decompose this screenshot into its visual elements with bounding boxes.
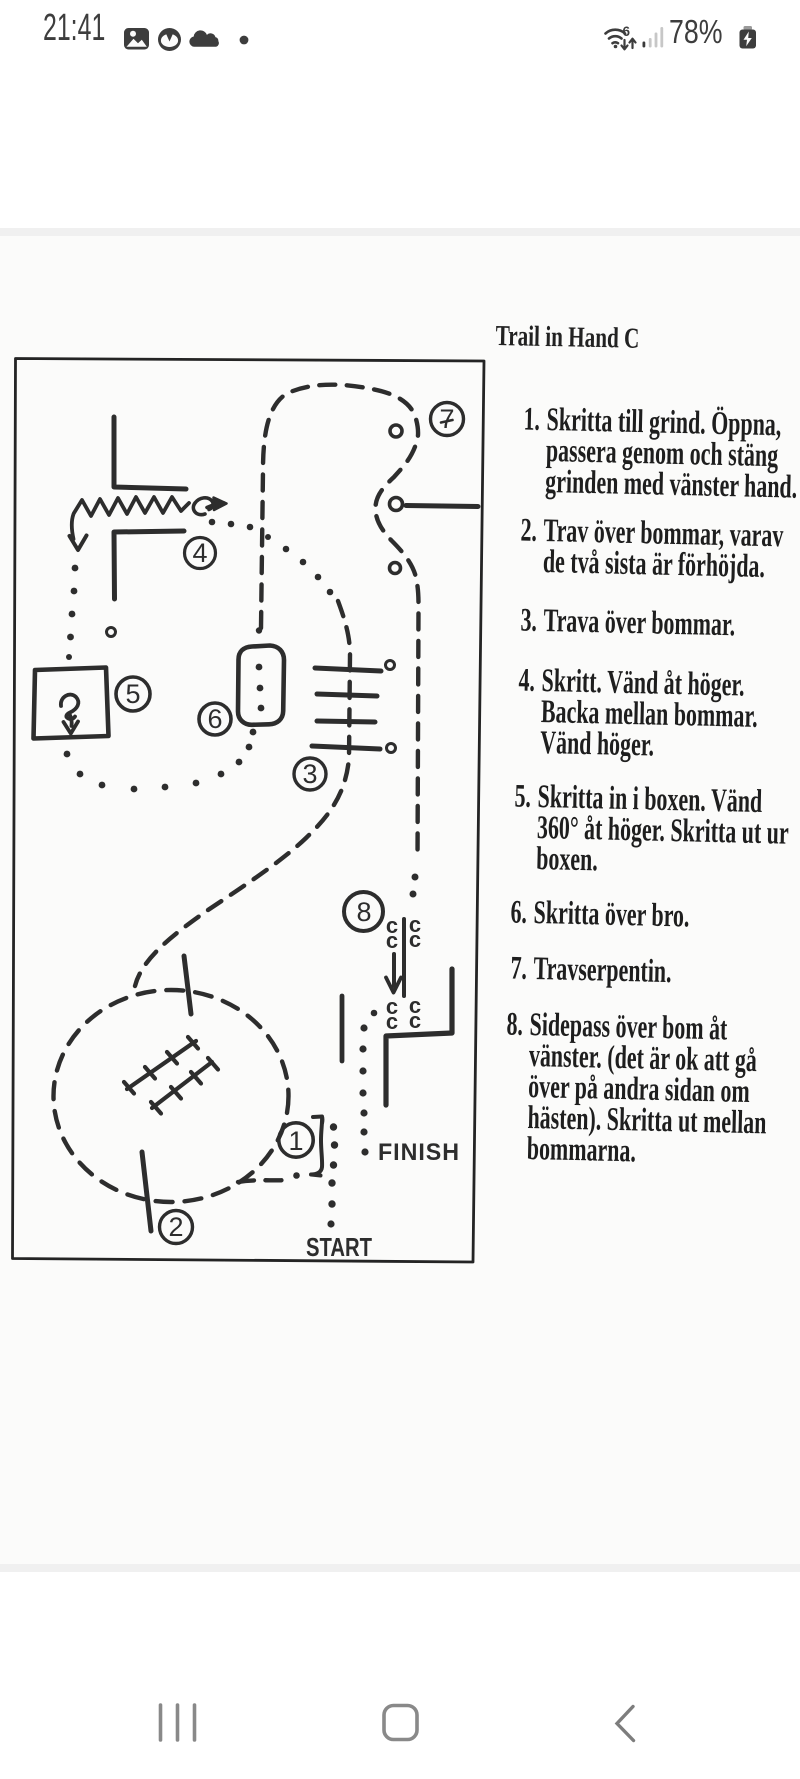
svg-text:FINISH: FINISH: [378, 1139, 460, 1166]
svg-text:7: 7: [439, 404, 454, 434]
svg-text:6: 6: [623, 24, 631, 39]
svg-text:c: c: [409, 927, 421, 952]
svg-text:8: 8: [356, 897, 371, 927]
svg-text:1: 1: [288, 1126, 303, 1156]
svg-text:5: 5: [125, 679, 140, 709]
svg-text:c: c: [409, 1008, 421, 1033]
svg-text:c: c: [409, 993, 421, 1018]
svg-text:c: c: [386, 994, 398, 1019]
svg-text:START: START: [306, 1232, 372, 1262]
svg-text:4: 4: [192, 538, 207, 568]
svg-text:c: c: [386, 1009, 398, 1034]
svg-text:c: c: [409, 912, 421, 937]
svg-text:6: 6: [207, 704, 222, 734]
svg-text:2: 2: [168, 1212, 183, 1242]
svg-text:3: 3: [302, 759, 317, 789]
svg-text:c: c: [386, 928, 398, 953]
svg-text:c: c: [386, 913, 398, 938]
